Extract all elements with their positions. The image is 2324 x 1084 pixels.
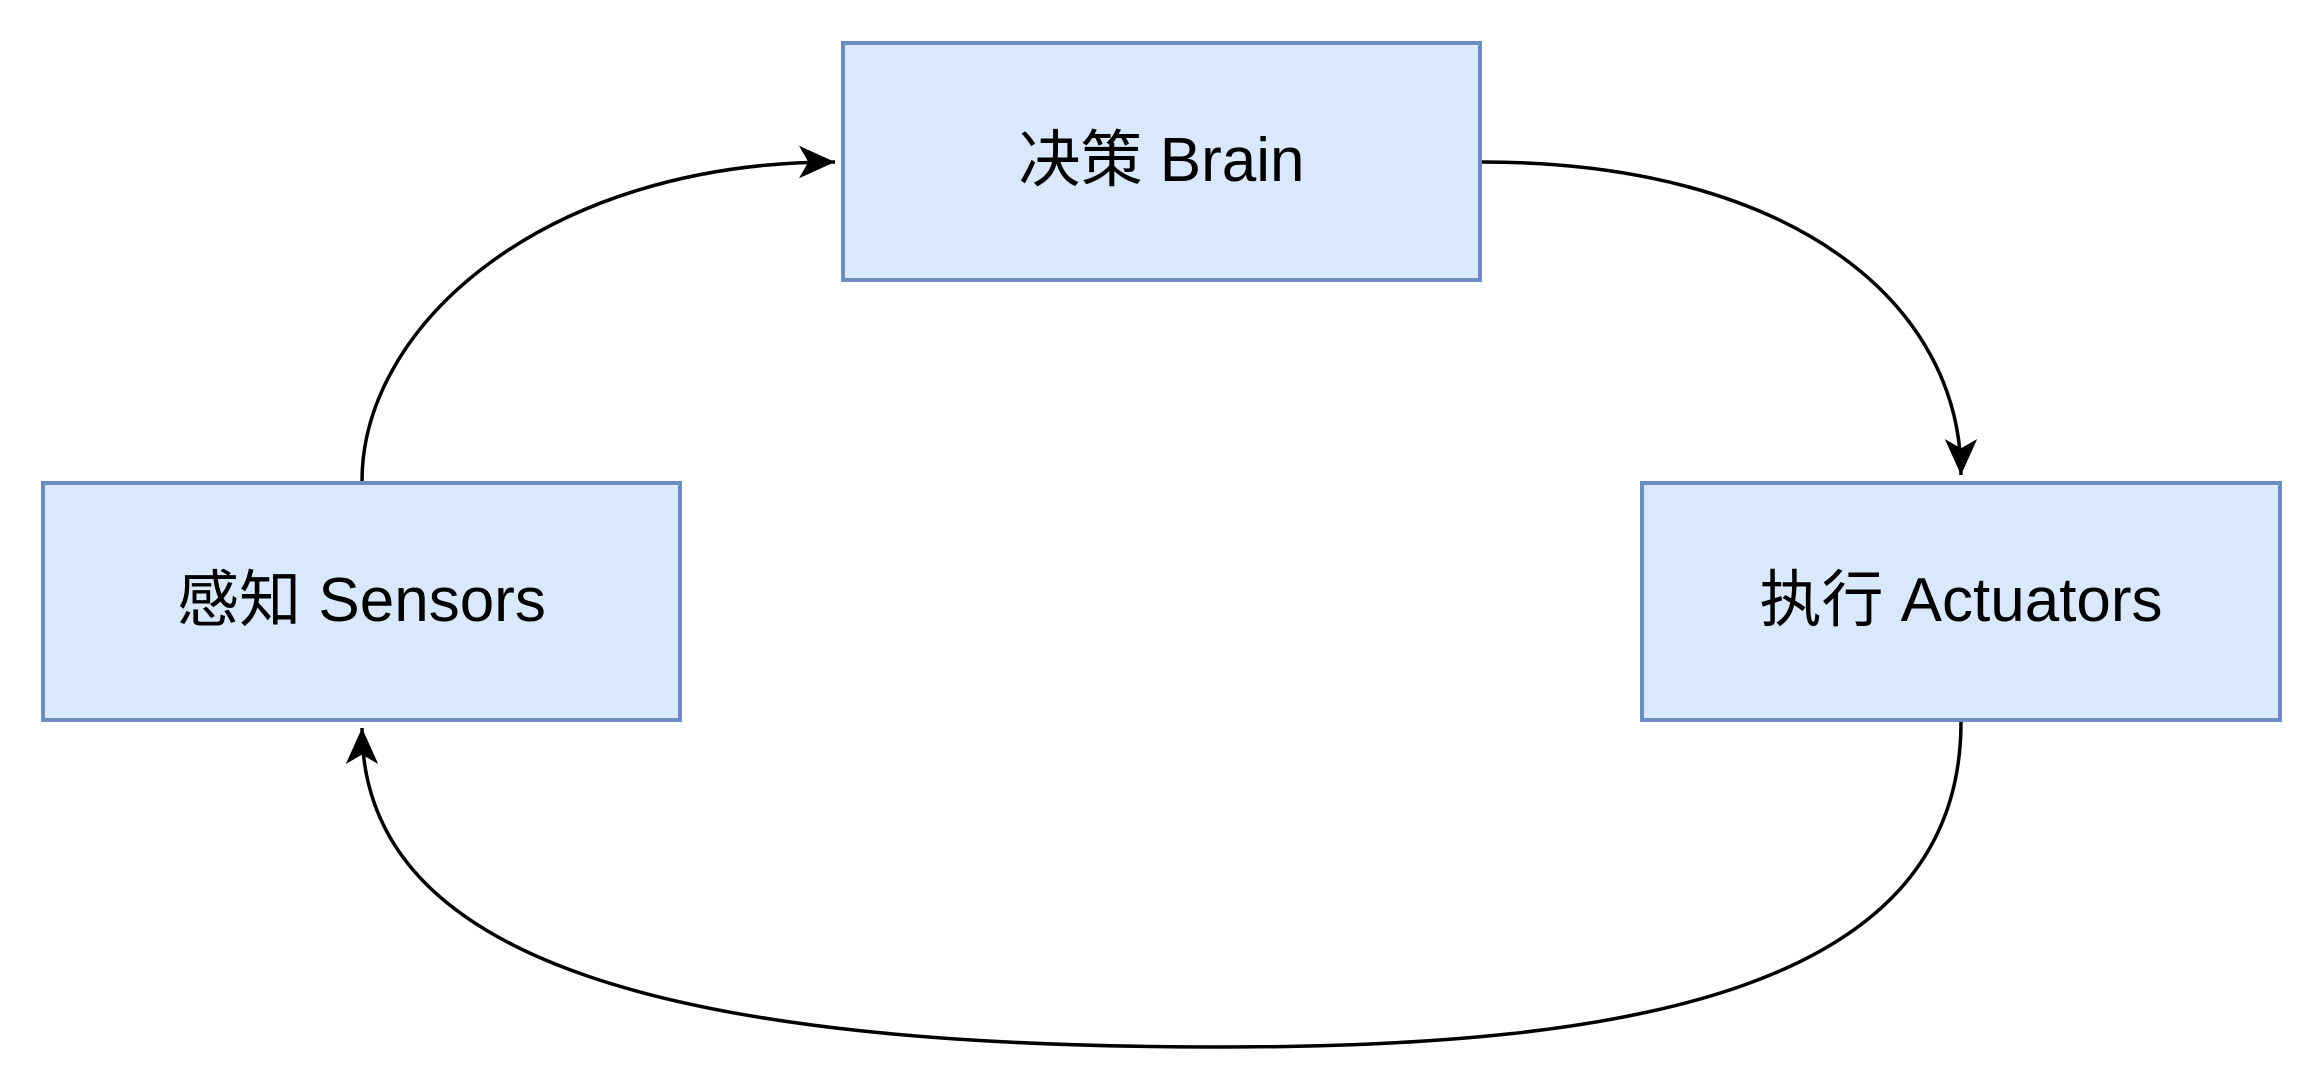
node-brain-label: 决策 Brain <box>1018 126 1305 196</box>
node-actuators[interactable]: 执行 Actuators <box>1640 481 2282 722</box>
node-actuators-label: 执行 Actuators <box>1759 566 2163 636</box>
edge-brain-to-actuators <box>1481 160 1978 476</box>
edge-actuators-to-sensors <box>345 721 1963 1049</box>
node-sensors-label: 感知 Sensors <box>177 566 546 636</box>
node-brain[interactable]: 决策 Brain <box>841 41 1482 282</box>
edge-sensors-to-brain <box>360 145 836 482</box>
node-sensors[interactable]: 感知 Sensors <box>41 481 682 722</box>
